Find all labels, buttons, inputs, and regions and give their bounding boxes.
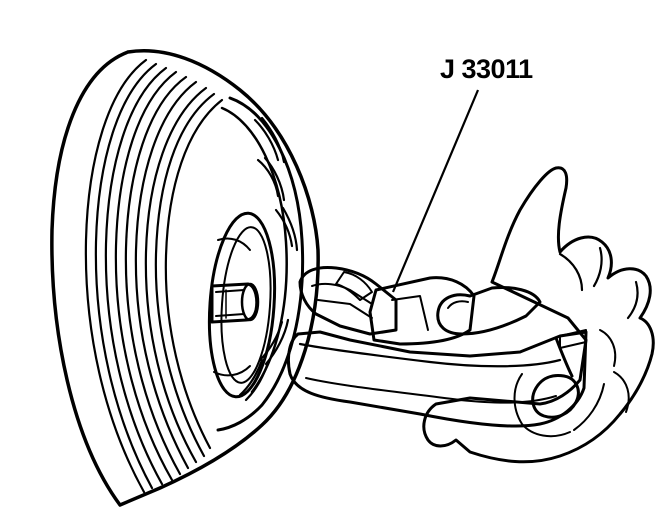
tool-jaw [298, 266, 398, 336]
fingernail [531, 374, 580, 419]
special-tool [286, 89, 588, 428]
pulley-outer-rim [50, 49, 320, 507]
label-leader-line [391, 89, 480, 293]
tool-lower-handle [286, 330, 588, 428]
pulley [50, 49, 320, 507]
pulley-hub-face [216, 96, 305, 432]
clutch-plate [207, 211, 277, 399]
hand-outline [422, 166, 655, 464]
tool-upper-handle [368, 276, 476, 346]
hand [422, 166, 655, 464]
thumb [436, 286, 542, 336]
hub-slots [238, 116, 299, 402]
tool-callout-label: J 33011 [440, 54, 533, 84]
compressor-shaft [210, 282, 260, 324]
pulley-grooves [84, 58, 224, 494]
